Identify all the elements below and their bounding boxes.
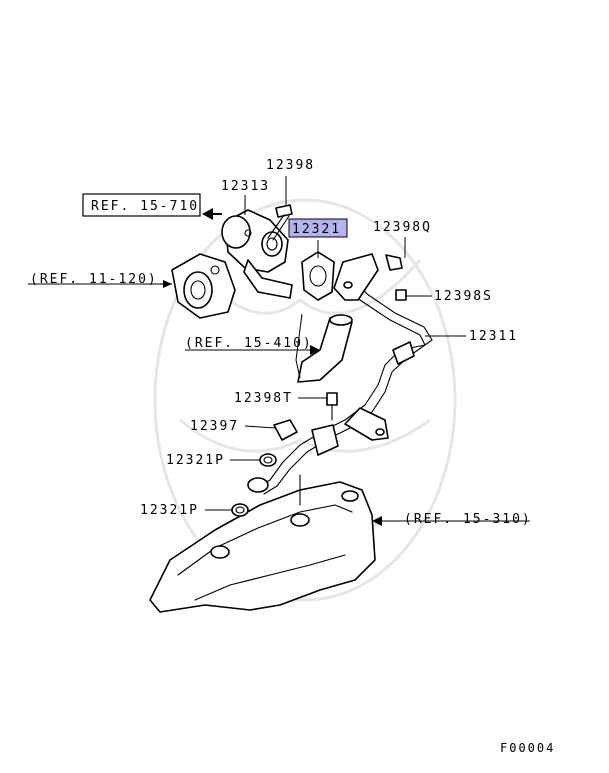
throttle-body bbox=[171, 253, 236, 319]
bolt-12398t bbox=[326, 392, 338, 421]
ref-arrows bbox=[28, 208, 530, 526]
highlight-box-12321 bbox=[288, 218, 348, 238]
ref-11-120-label[interactable]: (REF. 11-120) bbox=[30, 272, 158, 287]
exhaust-manifold bbox=[149, 474, 376, 613]
ref-15-710-box bbox=[82, 193, 201, 217]
egr-pipe bbox=[257, 253, 433, 495]
bolt-12397 bbox=[273, 419, 298, 441]
part-label-12313[interactable]: 12313 bbox=[221, 179, 270, 194]
leader-lines bbox=[205, 176, 466, 522]
part-label-12321p-upper[interactable]: 12321P bbox=[166, 453, 225, 468]
part-label-12311[interactable]: 12311 bbox=[469, 329, 518, 344]
gasket-12321p-lower bbox=[231, 503, 249, 517]
intake-hose bbox=[297, 314, 353, 383]
part-label-12398s[interactable]: 12398S bbox=[434, 289, 493, 304]
ref-15-710-label[interactable]: REF. 15-710 bbox=[91, 199, 199, 214]
part-label-12321[interactable]: 12321 bbox=[292, 222, 341, 237]
gasket-12321 bbox=[301, 251, 335, 301]
ref-15-310-label[interactable]: (REF. 15-310) bbox=[404, 512, 532, 527]
part-label-12398t[interactable]: 12398T bbox=[234, 391, 293, 406]
figure-code: F00004 bbox=[500, 741, 555, 755]
pipe-flange-lower bbox=[247, 477, 269, 493]
bolt-12398s bbox=[395, 289, 407, 301]
ref-15-410-label[interactable]: (REF. 15-410) bbox=[185, 336, 313, 351]
part-label-12397[interactable]: 12397 bbox=[190, 419, 239, 434]
bolt-12398q bbox=[385, 254, 403, 271]
part-label-12321p-lower[interactable]: 12321P bbox=[140, 503, 199, 518]
part-label-12398q[interactable]: 12398Q bbox=[373, 220, 432, 235]
gasket-12321p-upper bbox=[259, 453, 277, 467]
bolt-12398 bbox=[267, 204, 293, 241]
egr-valve bbox=[221, 209, 293, 299]
part-label-12398[interactable]: 12398 bbox=[266, 158, 315, 173]
